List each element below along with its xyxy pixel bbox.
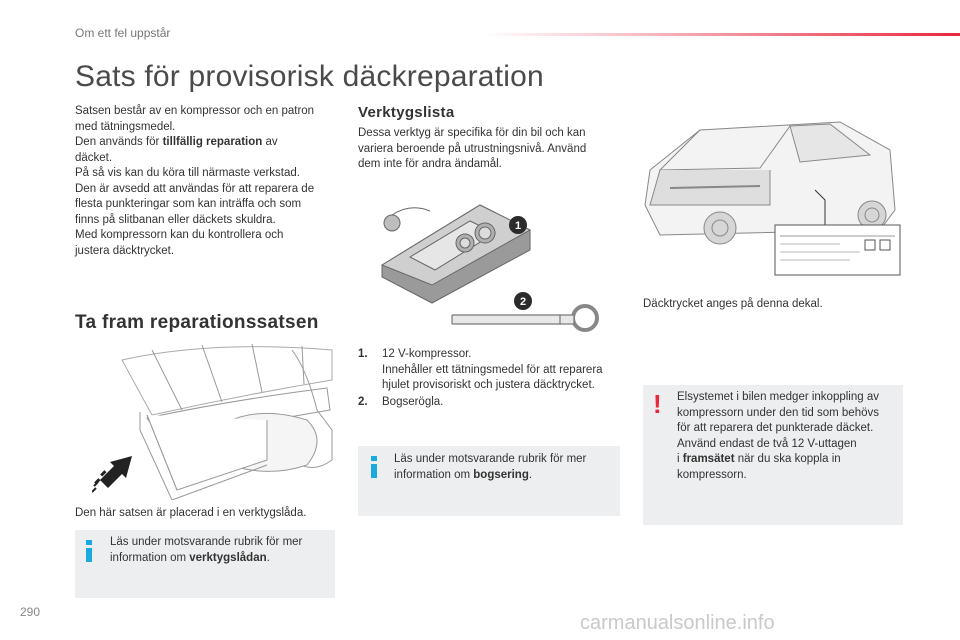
tools-intro-line: Dessa verktyg är specifika för din bil o… [358,127,586,139]
intro-line: Den används för tillfällig reparation av [75,136,278,148]
warning-line: Elsystemet i bilen medger inkoppling av [677,391,879,403]
warning-line: kompressorn under den tid som behövs [677,406,879,419]
tools-illustration: 1 2 [380,204,599,332]
warning-icon: ! [653,389,662,419]
intro-line: justera däcktrycket. [75,244,175,257]
warning-note: ! Elsystemet i bilen medger inkoppling a… [643,385,903,525]
remove-kit-heading: Ta fram reparationssatsen [75,312,319,333]
intro-line: Satsen består av en kompressor och en pa… [75,105,315,117]
tool-item-number: 2. [358,396,368,408]
section-header: Om ett fel uppstår [75,26,171,40]
note-line: Läs under motsvarande rubrik för mer [394,453,587,465]
badge-1-label: 1 [515,220,521,232]
vehicle-illustration [644,121,901,276]
warning-line: kompressorn. [677,468,747,481]
warning-line: Använd endast de två 12 V-uttagen [677,437,857,450]
tools-intro-line: variera beroende på utrustningsnivå. Anv… [358,142,587,155]
info-icon [86,540,92,562]
note-line: information om bogsering. [394,468,533,481]
toolbox-info-note: Läs under motsvarande rubrik för mer inf… [75,530,335,598]
intro-line: däcket. [75,151,113,164]
tools-intro-line: dem inte för andra ändamål. [358,158,502,170]
badge-1 [509,216,527,234]
warning-line: i framsätet när du ska koppla in [677,453,841,465]
watermark: carmanualsonline.info [580,612,775,634]
header-accent-bar [480,33,960,36]
note-line: information om verktygslådan. [110,551,270,564]
tool-item-number: 1. [358,348,368,360]
warning-line: för att reparera det punkterade däcket. [677,422,874,434]
tool-item-1: 1. 12 V-kompressor. Innehåller ett tätni… [358,347,623,394]
note-line: Läs under motsvarande rubrik för mer [110,536,303,548]
intro-line: med tätningsmedel. [75,120,176,133]
intro-line: Den är avsedd att användas för att repar… [75,182,315,195]
tools-intro: Dessa verktyg är specifika för din bil o… [358,126,623,173]
tool-item-line: Bogserögla. [382,396,444,408]
info-icon [371,456,377,478]
towing-info-note: Läs under motsvarande rubrik för mer inf… [358,446,620,516]
badge-2 [514,292,532,310]
intro-line: På så vis kan du köra till närmaste verk… [75,167,300,179]
pressure-caption: Däcktrycket anges på denna dekal. [643,298,823,310]
intro-line: flesta punkteringar som kan inträffa och… [75,198,302,210]
seat-toolbox-illustration [92,343,333,500]
intro-text: Satsen består av en kompressor och en pa… [75,104,345,259]
page-title: Sats för provisorisk däckreparation [75,60,544,93]
tool-item-2: 2. Bogserögla. [358,395,623,411]
intro-line: finns på slitbanan eller däckets skuldra… [75,213,276,226]
page-number: 290 [20,605,41,619]
tool-item-line: 12 V-kompressor. [382,348,472,360]
badge-2-label: 2 [520,296,526,308]
remove-kit-caption: Den här satsen är placerad i en verktygs… [75,507,307,519]
intro-line: Med kompressorn kan du kontrollera och [75,229,284,241]
tool-item-line: Innehåller ett tätningsmedel för att rep… [382,363,603,376]
tools-heading: Verktygslista [358,104,455,121]
tool-item-line: hjulet provisoriskt och justera däcktryc… [382,379,595,391]
